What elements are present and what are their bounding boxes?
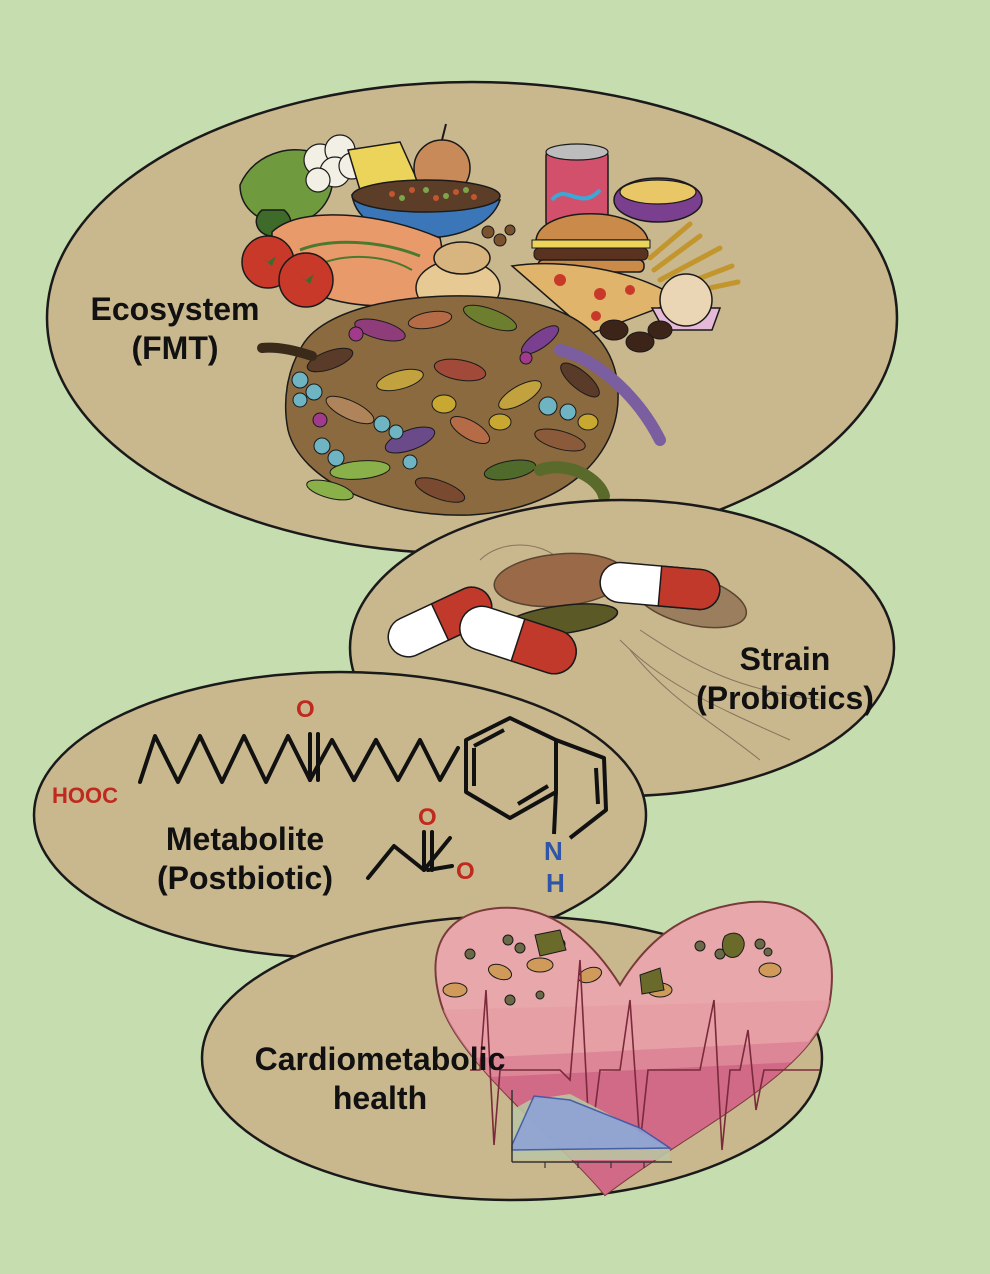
indole-nitrogen-atom: N — [544, 836, 563, 866]
hooc-atom-label: HOOC — [52, 783, 118, 808]
acid-oxygen-top-atom: O — [418, 804, 437, 831]
ecosystem-label-line1: Ecosystem — [90, 291, 260, 327]
ecg-trace-icon — [470, 959, 820, 1151]
ecosystem-label: Ecosystem (FMT) — [60, 290, 290, 368]
strain-label: Strain (Probiotics) — [660, 640, 910, 718]
food-plate-icon — [239, 123, 741, 353]
cardio-label-line1: Cardiometabolic — [254, 1041, 506, 1077]
metabolite-label: Metabolite (Postbiotic) — [120, 820, 370, 898]
cardio-label: Cardiometabolic health — [200, 1040, 560, 1118]
ecosystem-label-line2: (FMT) — [131, 330, 219, 367]
strain-label-line1: Strain — [739, 641, 831, 677]
indole-hydrogen-atom: H — [546, 868, 565, 898]
strain-label-line2: (Probiotics) — [696, 680, 874, 717]
metabolite-label-line1: Metabolite — [165, 821, 325, 857]
ketone-oxygen-atom: O — [296, 696, 315, 723]
microbiota-icon — [257, 295, 666, 516]
acid-oxygen-side-atom: O — [456, 858, 475, 885]
probiotic-capsule-icon — [387, 544, 821, 761]
butyrate-structure-icon — [366, 830, 454, 880]
fatty-acid-structure-icon — [138, 732, 460, 784]
heart-icon — [434, 900, 833, 1197]
indole-structure-icon — [464, 716, 608, 840]
cardio-label-line2: health — [332, 1080, 428, 1117]
metabolite-label-line2: (Postbiotic) — [157, 860, 333, 897]
area-graph-icon — [511, 1090, 673, 1168]
